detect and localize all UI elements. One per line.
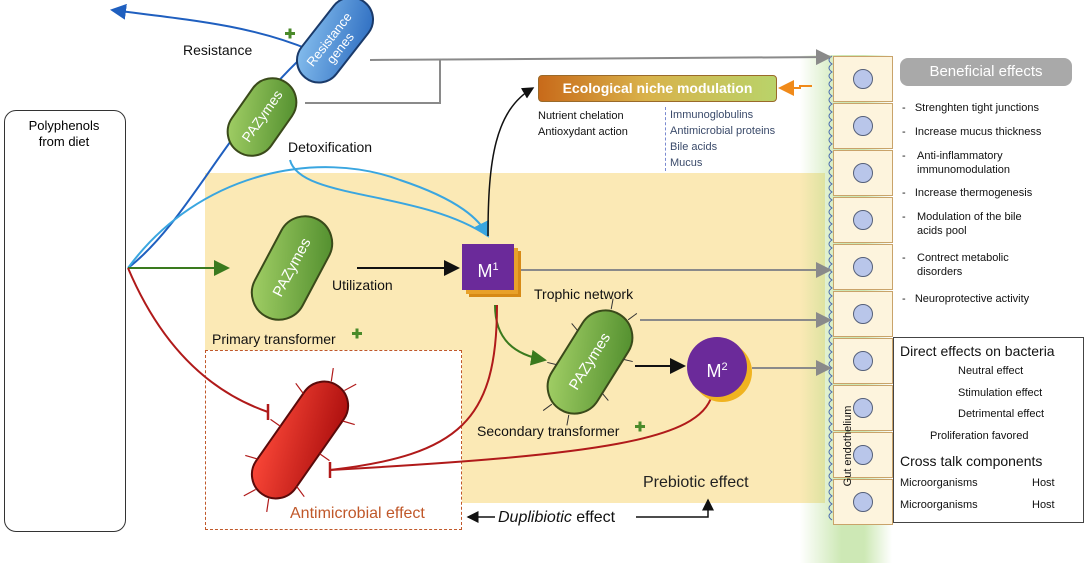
epithelial-cell — [833, 56, 893, 102]
duplibiotic-word: Duplibiotic — [498, 509, 572, 526]
secondary-transformer-label: Secondary transformer — [477, 423, 620, 439]
niche-item: Nutrient chelation — [538, 110, 624, 122]
plus-icon — [285, 28, 295, 39]
legend-host-2: Host — [1032, 499, 1055, 511]
stimulation-arrow-secondary — [494, 304, 547, 366]
legend-direct-title: Direct effects on bacteria — [900, 343, 1055, 359]
benefit-text: Neuroprotective activity — [914, 293, 1030, 305]
benefit-item: - Neuroprotective activity — [902, 293, 1030, 305]
polyphenols-title: Polyphenols from diet — [28, 118, 100, 149]
duplibiotic-suffix: effect — [571, 509, 616, 526]
antimicrobial-effect-label: Antimicrobial effect — [290, 505, 425, 522]
benefit-item: -Anti-inflammatory immunomodulation — [902, 149, 1032, 177]
benefit-item: - Increase mucus thickness — [902, 126, 1042, 138]
legend-box — [893, 337, 1084, 523]
utilization-label: Utilization — [332, 277, 393, 293]
legend-host-1: Host — [1032, 477, 1055, 489]
host-to-niche-arrow — [778, 80, 812, 96]
legend-detrimental: Detrimental effect — [958, 408, 1045, 420]
epithelial-cell — [833, 150, 893, 196]
niche-item: Immunoglobulins — [670, 109, 754, 121]
epithelial-cell — [833, 103, 893, 149]
epithelial-cell — [833, 244, 893, 290]
legend-stimulation: Stimulation effect — [958, 387, 1043, 399]
niche-right-list: Immunoglobulins Antimicrobial proteins B… — [665, 107, 775, 171]
nucleus — [853, 351, 873, 371]
antimicrobial-box — [205, 350, 462, 530]
m1-sup: 1 — [492, 261, 499, 273]
epithelial-cell — [833, 197, 893, 243]
m2-sup: 2 — [721, 361, 728, 373]
benefit-text: Contrect metabolic disorders — [917, 252, 1009, 278]
benefit-text: Modulation of the bile acids pool — [917, 211, 1022, 237]
metabolite-m2: M2 — [687, 337, 747, 397]
legend-neutral: Neutral effect — [958, 365, 1024, 377]
resistance-genes-bacterium — [295, 0, 375, 84]
benefit-item: - Strenghten tight junctions — [902, 102, 1039, 114]
niche-item: Bile acids — [670, 141, 718, 153]
nucleus — [853, 210, 873, 230]
niche-item: Antioxydant action — [538, 126, 628, 138]
beneficial-effects-header: Beneficial effects — [900, 58, 1072, 86]
m1-letter: M — [477, 261, 493, 281]
prebiotic-effect-label: Prebiotic effect — [643, 474, 749, 491]
benefit-text: Increase thermogenesis — [914, 187, 1033, 199]
pazymes-detox-bacterium — [226, 77, 298, 157]
nucleus — [853, 257, 873, 277]
polyphenols-box — [4, 110, 126, 532]
duplibiotic-effect-label: Duplibiotic effect — [498, 509, 615, 527]
detrimental-bacterium — [243, 367, 357, 513]
nucleus — [853, 304, 873, 324]
pazymes-secondary-bacterium — [542, 298, 638, 426]
detrimental-arrow-m1 — [329, 304, 498, 471]
niche-item: Antimicrobial proteins — [670, 125, 776, 137]
neutral-arrow-from-polyphenols — [127, 166, 489, 269]
nucleus — [853, 69, 873, 89]
ecological-niche-box: Ecological niche modulation — [538, 75, 777, 102]
m2-letter: M — [706, 361, 722, 381]
benefit-item: - Increase thermogenesis — [902, 187, 1033, 199]
detrimental-arrow-polyphenols — [127, 267, 269, 413]
microvilli — [828, 55, 833, 521]
detox-grey-line — [305, 60, 441, 104]
trophic-network-label: Trophic network — [534, 286, 634, 302]
niche-item: Mucus — [670, 157, 703, 169]
benefit-item: -Contrect metabolic disorders — [902, 251, 1042, 279]
legend-micro-2: Microorganisms — [900, 499, 978, 511]
epithelial-cell — [833, 291, 893, 337]
nucleus — [853, 445, 873, 465]
metabolite-m1: M1 — [462, 244, 514, 290]
niche-left-list: Nutrient chelation Antioxydant action — [538, 108, 628, 140]
nucleus — [853, 116, 873, 136]
gut-endothelium-label: Gut endothelium — [842, 405, 854, 487]
benefit-text: Strenghten tight junctions — [914, 102, 1039, 114]
epithelial-cell — [833, 385, 893, 431]
legend-proliferation: Proliferation favored — [930, 430, 1029, 442]
pazymes-primary-bacterium — [250, 215, 334, 321]
primary-transformer-label: Primary transformer — [212, 331, 336, 347]
benefit-text: Anti-inflammatory immunomodulation — [917, 150, 1010, 176]
resistance-label: Resistance — [183, 42, 253, 58]
plus-icon — [352, 328, 362, 339]
resistance-to-host-arrow — [369, 49, 832, 66]
plus-icon — [635, 421, 645, 432]
legend-micro-1: Microorganisms — [900, 477, 978, 489]
epithelial-cell — [833, 432, 893, 478]
epithelial-cell — [833, 479, 893, 525]
benefit-text: Increase mucus thickness — [914, 126, 1042, 138]
epithelial-cell — [833, 338, 893, 384]
nucleus — [853, 398, 873, 418]
m1-to-niche-arrow — [487, 87, 535, 237]
legend-cross-title: Cross talk components — [900, 453, 1043, 469]
nucleus — [853, 163, 873, 183]
duplibiotic-right-arrow — [636, 498, 714, 518]
benefit-item: -Modulation of the bile acids pool — [902, 210, 1042, 238]
detrimental-arrow-m2 — [329, 394, 713, 471]
neutral-arrow-detox — [289, 159, 489, 237]
detoxification-label: Detoxification — [288, 139, 373, 155]
nucleus — [853, 492, 873, 512]
